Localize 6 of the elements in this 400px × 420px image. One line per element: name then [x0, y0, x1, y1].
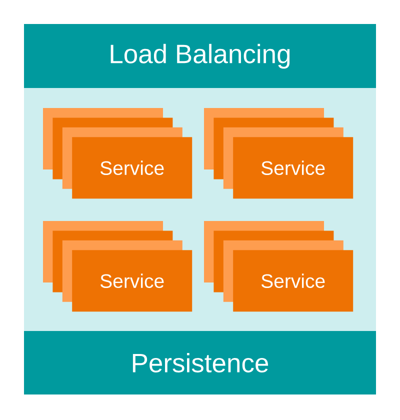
title-band: Persistence — [24, 331, 376, 394]
card-stack: Service — [204, 108, 354, 199]
card-stack: Service — [43, 221, 192, 312]
title-band: Load Balancing — [24, 24, 376, 88]
card-stack: Service — [204, 221, 354, 312]
card-stack: Service — [43, 108, 192, 199]
